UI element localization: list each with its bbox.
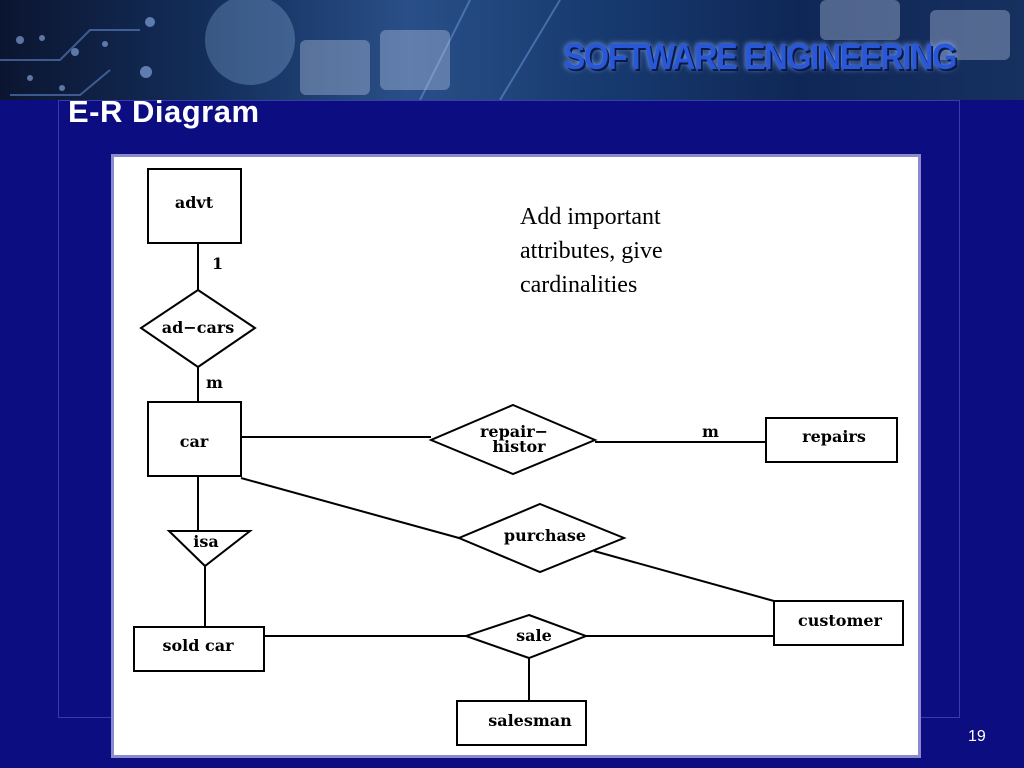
edge-car-purchase — [240, 477, 460, 539]
er-diagram-panel: advt car repairs customer sold car sales… — [111, 154, 921, 758]
instruction-note: Add important attributes, give cardinali… — [520, 200, 720, 302]
isa-label: isa — [193, 532, 218, 551]
cardinality-adcars-car: m — [206, 373, 223, 392]
slide-title: E-R Diagram — [68, 94, 260, 129]
relationship-repair-histor-label-line2: histor — [492, 437, 546, 456]
note-line: attributes, give — [520, 238, 663, 264]
entity-salesman — [456, 700, 587, 746]
entity-advt — [147, 168, 242, 244]
circuit-board-graphic — [0, 0, 1010, 100]
entity-repairs — [765, 417, 898, 463]
relationship-ad-cars-label: ad−cars — [162, 318, 235, 337]
entity-car-label: car — [180, 432, 209, 451]
relationship-repair-histor-label-line1: repair− — [480, 422, 548, 441]
relationship-sale — [462, 613, 589, 660]
note-line: Add important — [520, 204, 661, 230]
relationship-ad-cars — [139, 288, 257, 369]
page-number: 19 — [968, 728, 986, 745]
er-diagram: advt car repairs customer sold car sales… — [133, 168, 904, 746]
entity-advt-label: advt — [175, 193, 214, 212]
entity-salesman-label: salesman — [488, 711, 572, 730]
entity-sold-car-label: sold car — [162, 636, 234, 655]
entity-customer-label: customer — [798, 611, 883, 630]
entity-car — [147, 401, 242, 477]
note-line: cardinalities — [520, 272, 638, 298]
cardinality-repairhistor-repairs: m — [702, 422, 719, 441]
banner-title: SOFTWARE ENGINEERING — [563, 36, 958, 77]
header-banner: SOFTWARE ENGINEERING — [0, 0, 1024, 100]
relationship-purchase-label: purchase — [504, 526, 586, 545]
relationship-sale-label: sale — [516, 626, 552, 645]
entity-repairs-label: repairs — [802, 427, 866, 446]
cardinality-advt-adcars: 1 — [212, 254, 223, 273]
relationship-repair-histor — [428, 403, 598, 476]
entity-sold-car — [133, 626, 265, 672]
edge-purchase-customer — [593, 550, 775, 602]
isa-triangle — [166, 530, 253, 568]
entity-customer — [773, 600, 904, 646]
relationship-purchase — [456, 502, 627, 574]
